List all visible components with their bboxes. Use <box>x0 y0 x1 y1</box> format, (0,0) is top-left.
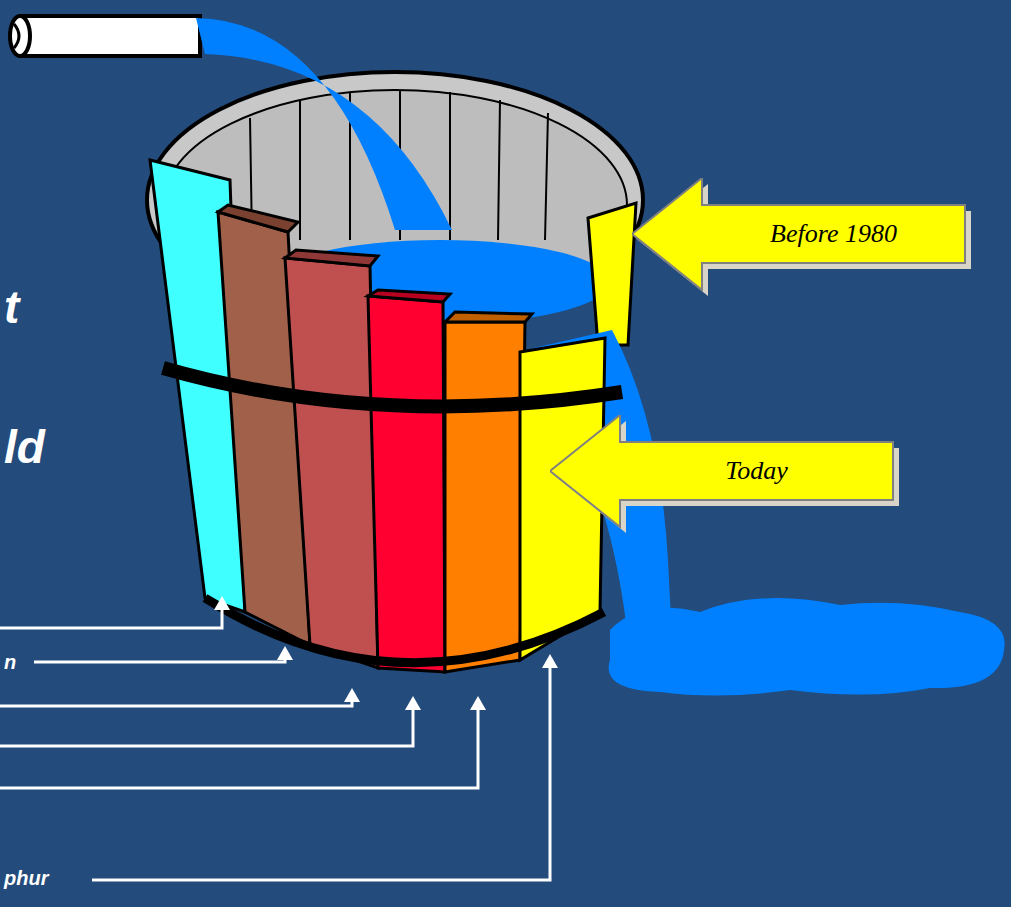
callout-arrow: Before 1980 <box>632 178 977 296</box>
front-staves <box>150 160 605 672</box>
barrel-band <box>205 598 604 663</box>
water-puddle <box>609 598 1005 696</box>
stave <box>588 203 636 345</box>
callout-text: Today <box>725 456 788 486</box>
barrel-band <box>163 368 622 406</box>
water-pipe <box>10 16 200 56</box>
leader-arrowheads <box>214 596 558 710</box>
slide-text: n <box>4 652 16 672</box>
callout-arrow: Today <box>550 415 905 533</box>
slide-text: phur <box>4 868 48 888</box>
water-stream <box>196 18 452 230</box>
leader-lines <box>0 606 550 880</box>
callout-text: Before 1980 <box>770 219 897 249</box>
slide-text: t <box>4 284 19 330</box>
slide-text: ld <box>4 424 45 470</box>
